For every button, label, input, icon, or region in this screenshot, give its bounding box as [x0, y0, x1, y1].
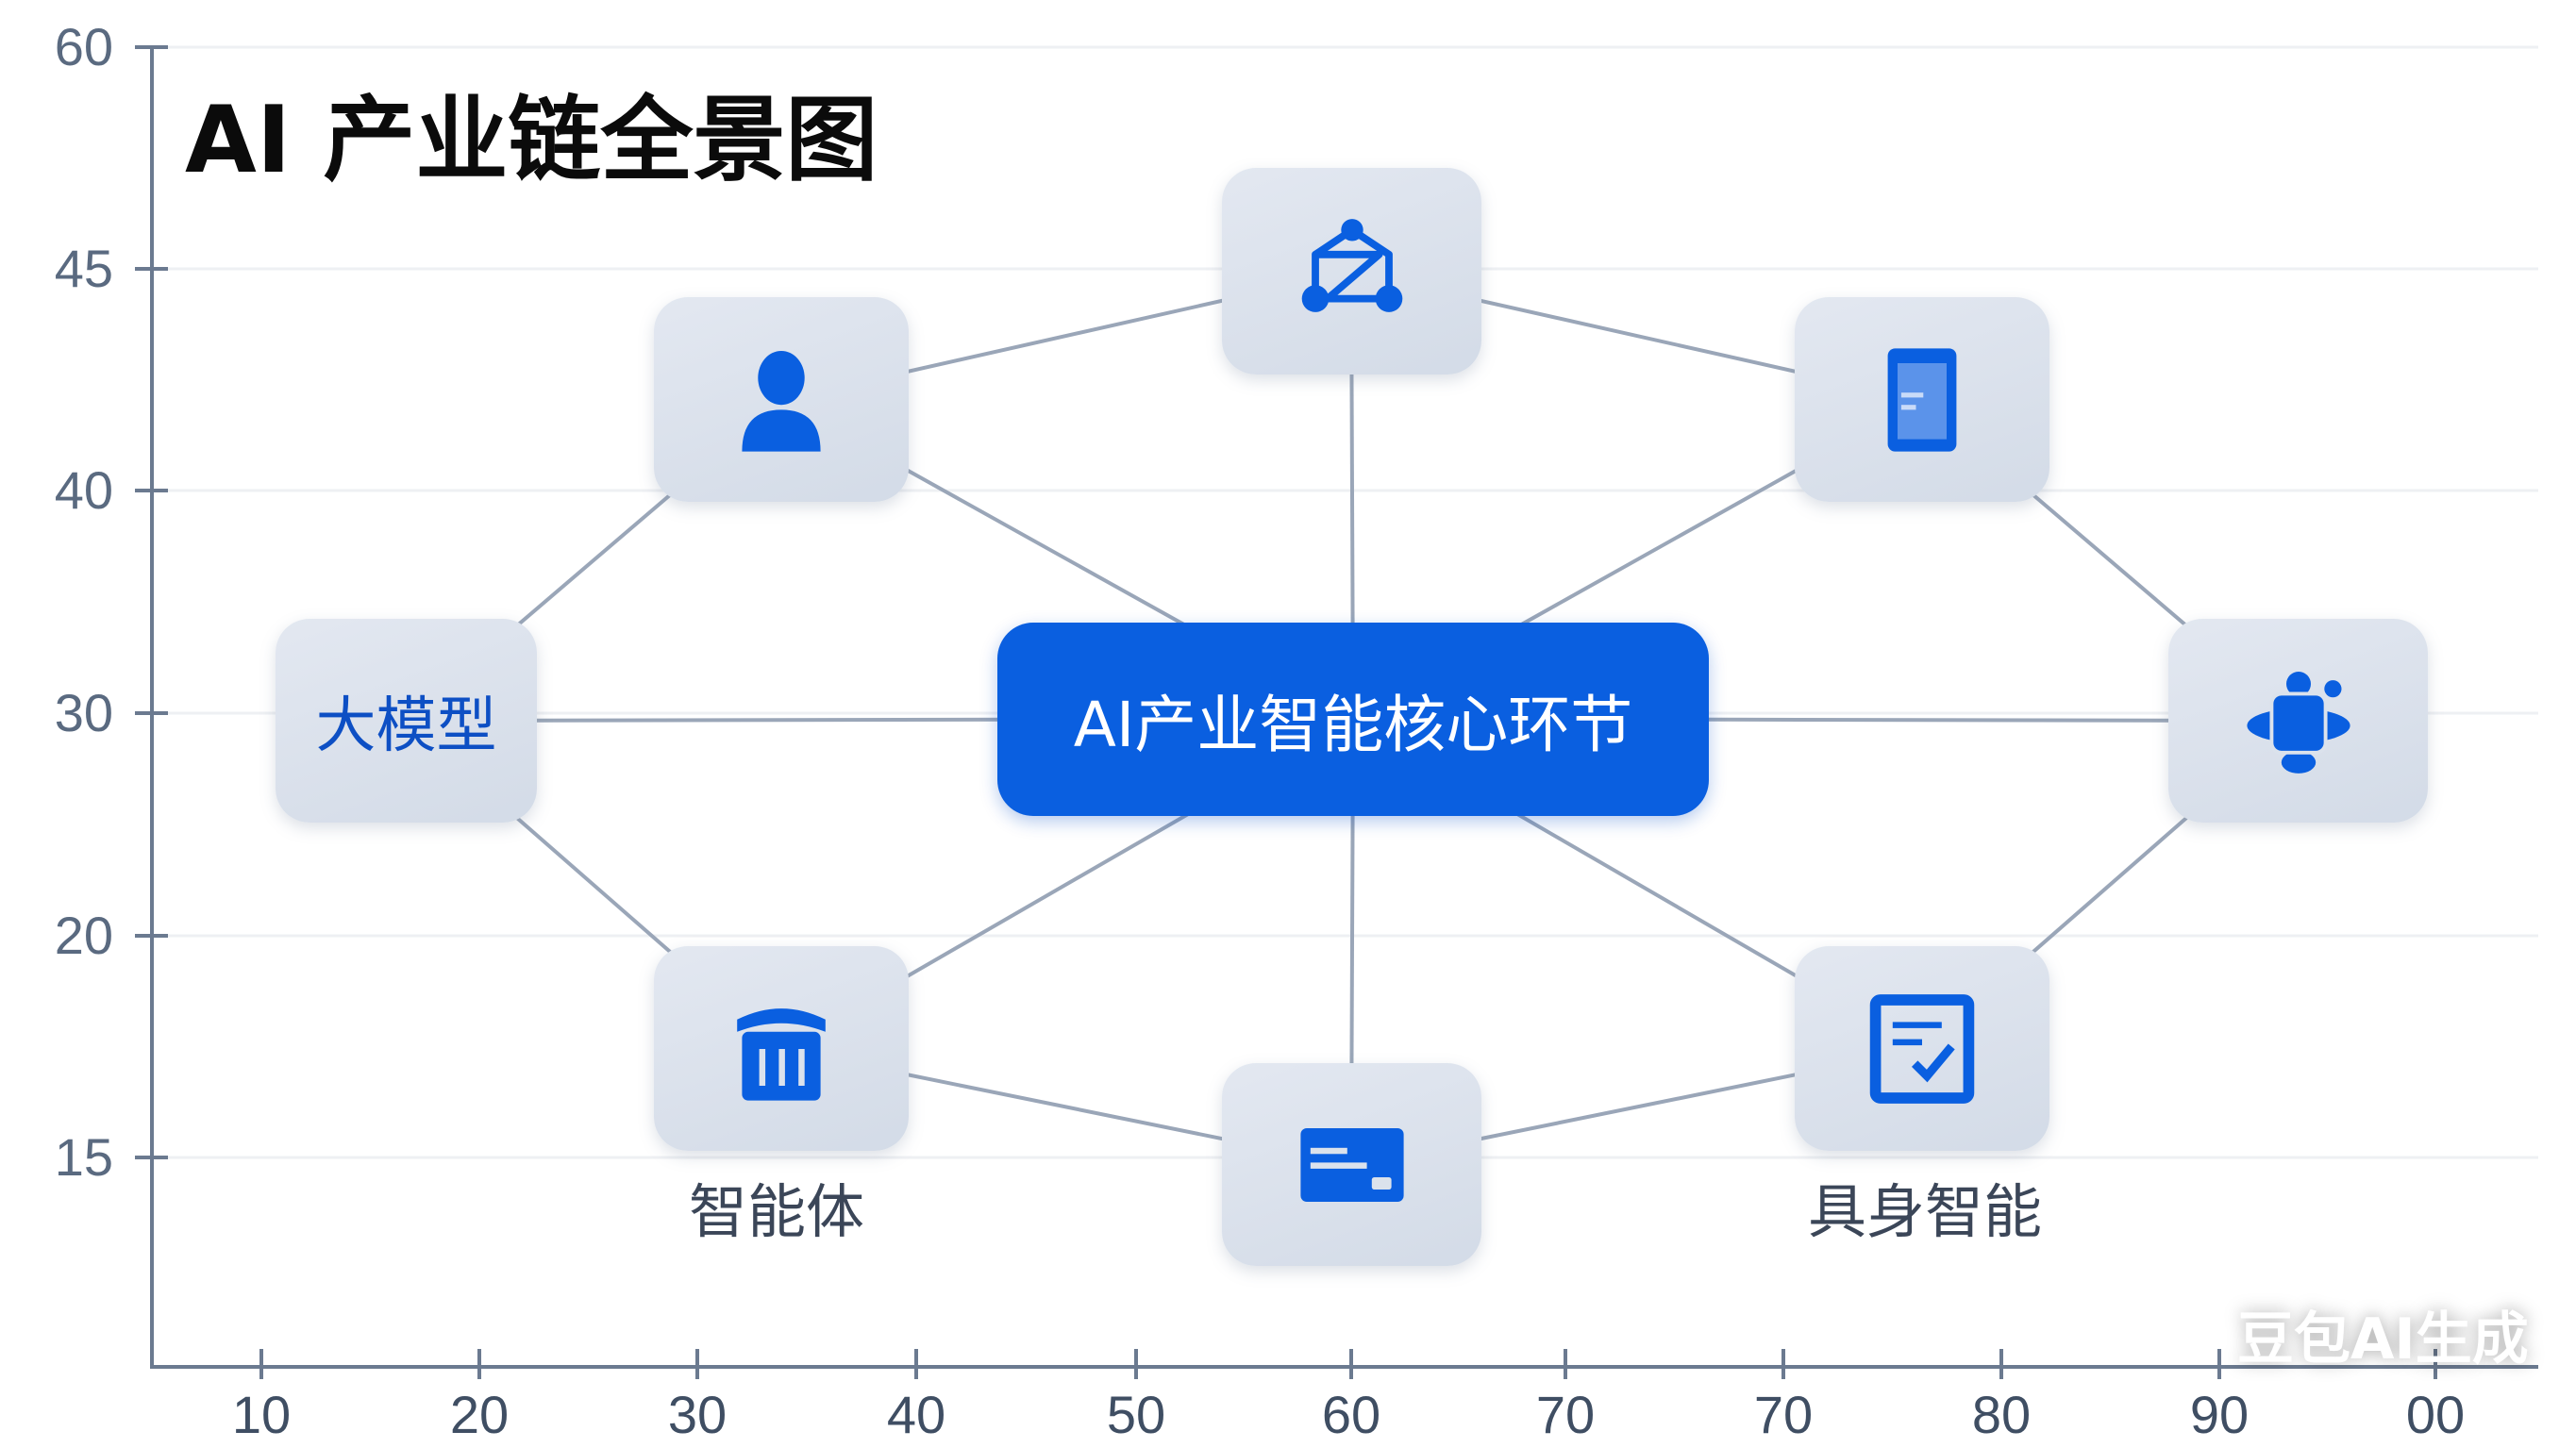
- y-tick-label: 60: [54, 17, 113, 76]
- axes: [135, 45, 2538, 1379]
- network-nodes-icon: [1301, 218, 1402, 312]
- card-icon: [1299, 1127, 1404, 1202]
- x-tick-label: 60: [1321, 1385, 1381, 1444]
- x-tick-label: 10: [231, 1385, 292, 1444]
- caption-agent: 智能体: [688, 1177, 865, 1246]
- y-tick-label: 15: [54, 1127, 113, 1187]
- x-tick-label: 40: [886, 1385, 946, 1444]
- x-tick-label: 30: [667, 1385, 728, 1444]
- node-upper-right[interactable]: [1795, 297, 2049, 502]
- node-bottom[interactable]: [1222, 1063, 1481, 1266]
- center-node[interactable]: AI产业智能核心环节: [997, 623, 1709, 816]
- y-tick-label: 20: [54, 906, 113, 965]
- x-tick-label: 70: [1753, 1385, 1814, 1444]
- node-right[interactable]: [2168, 619, 2428, 823]
- node-left[interactable]: 大模型: [276, 619, 537, 823]
- x-tick-label: 70: [1535, 1385, 1596, 1444]
- agent-box-icon: [737, 1007, 826, 1101]
- x-tick-label: 90: [2189, 1385, 2250, 1444]
- checklist-icon: [1869, 993, 1975, 1104]
- x-tick-label: 20: [449, 1385, 510, 1444]
- node-lower-right[interactable]: [1795, 946, 2049, 1151]
- x-tick-label: 50: [1106, 1385, 1166, 1444]
- robot-icon: [2246, 672, 2350, 774]
- node-upper-left[interactable]: [654, 297, 909, 502]
- y-tick-label: 40: [54, 460, 113, 520]
- page-title: AI 产业链全景图: [185, 87, 878, 194]
- watermark: 豆包AI生成: [2237, 1307, 2529, 1373]
- center-node-label: AI产业智能核心环节: [1073, 688, 1633, 761]
- caption-embodied-ai: 具身智能: [1807, 1177, 2043, 1246]
- tablet-icon: [1887, 347, 1957, 452]
- y-tick-label: 30: [54, 683, 113, 742]
- y-tick-label: 45: [54, 239, 113, 298]
- x-tick-label: 00: [2405, 1385, 2466, 1444]
- node-lower-left[interactable]: [654, 946, 909, 1151]
- node-left-label: 大模型: [315, 691, 497, 761]
- node-top[interactable]: [1222, 168, 1481, 374]
- x-tick-label: 80: [1971, 1385, 2032, 1444]
- user-icon: [742, 350, 821, 452]
